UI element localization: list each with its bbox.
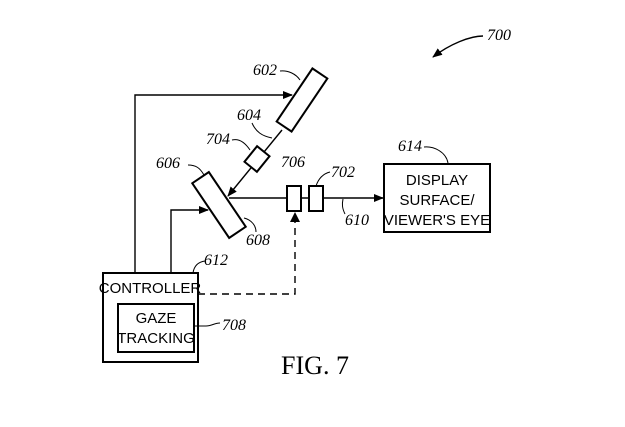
display-line2: SURFACE/: [399, 192, 475, 209]
ref-706: 706: [281, 154, 305, 171]
mirror-602: [275, 67, 329, 133]
leader-610: [341, 198, 346, 215]
leader-704: [231, 139, 251, 151]
display-line3: VIEWER'S EYE: [384, 212, 490, 229]
dashed-control-706: [198, 213, 296, 295]
ref-602: 602: [253, 62, 277, 79]
leader-606: [187, 164, 205, 176]
figure-ref-arrow: [432, 35, 484, 58]
control-line-602: [134, 91, 293, 272]
ref-702: 702: [331, 164, 355, 181]
lens-702: [308, 185, 324, 212]
ref-614: 614: [398, 138, 422, 155]
ref-610: 610: [345, 212, 369, 229]
leader-612: [192, 260, 206, 274]
gaze-line1: GAZE: [136, 310, 177, 327]
figure-ref-label: 700: [487, 27, 511, 44]
ref-604: 604: [237, 107, 261, 124]
gaze-line2: TRACKING: [117, 330, 195, 347]
ref-708: 708: [222, 317, 246, 334]
figure-title: FIG. 7: [281, 351, 349, 380]
ref-606: 606: [156, 155, 180, 172]
gaze-tracking-box: [117, 303, 195, 353]
leader-602: [279, 70, 301, 81]
leader-614: [423, 146, 449, 164]
leader-608: [243, 217, 257, 233]
ref-612: 612: [204, 252, 228, 269]
arrow-head-706: [290, 212, 300, 222]
leader-702: [315, 171, 331, 187]
display-line1: DISPLAY: [406, 172, 468, 189]
ref-608: 608: [246, 232, 270, 249]
control-line-606: [170, 206, 209, 272]
element-706: [286, 185, 302, 212]
mirror-606: [190, 170, 248, 240]
ref-704: 704: [206, 131, 230, 148]
leader-708: [194, 322, 221, 327]
element-704: [243, 144, 271, 174]
controller-label: CONTROLLER: [99, 280, 202, 297]
display-box: [383, 163, 491, 233]
leader-604: [251, 122, 273, 139]
